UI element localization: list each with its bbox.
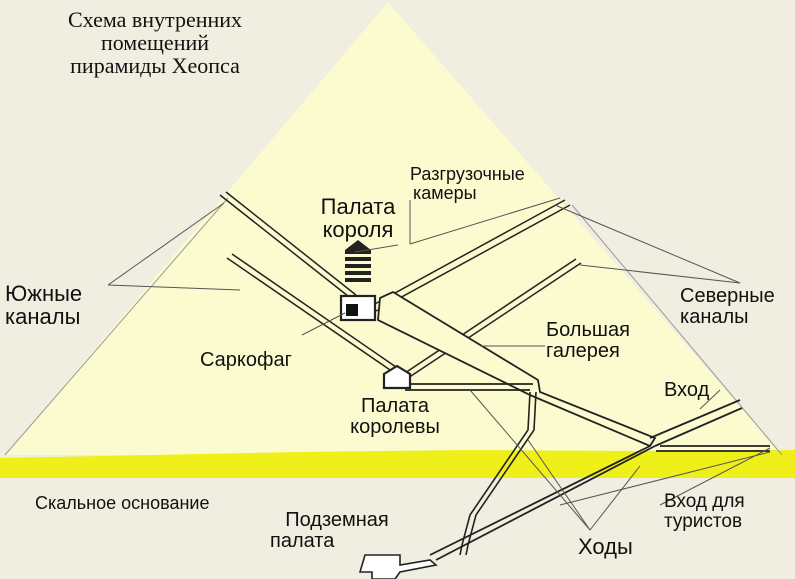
label-bedrock: Скальное основание bbox=[35, 493, 210, 513]
label-queens-chamber: Палата королевы bbox=[340, 396, 450, 438]
well-shaft-inner bbox=[465, 391, 537, 556]
label-northern-shafts-line-2: каналы bbox=[680, 306, 749, 328]
pyramid-body bbox=[5, 2, 782, 455]
label-sarcophagus: Саркофаг bbox=[200, 349, 292, 371]
title-line-3: пирамиды Хеопса bbox=[70, 53, 240, 79]
label-entrance: Вход bbox=[664, 379, 710, 401]
title-line-2: помещений bbox=[100, 30, 210, 56]
label-subterranean-chamber-line-1: Подземная bbox=[285, 509, 389, 531]
label-relieving-chambers-line-1: Разгрузочные bbox=[410, 164, 525, 184]
southern-shafts bbox=[219, 191, 397, 373]
well-shaft bbox=[459, 391, 531, 556]
label-queens-chamber-line-2: королевы bbox=[350, 416, 440, 438]
northern-shafts bbox=[372, 199, 582, 379]
label-grand-gallery: Большая галерея bbox=[546, 320, 630, 362]
label-grand-gallery-line-2: галерея bbox=[546, 340, 620, 362]
label-grand-gallery-line-1: Большая bbox=[546, 319, 630, 341]
sarcophagus bbox=[346, 304, 358, 316]
grand-gallery bbox=[377, 290, 657, 448]
leader-lines bbox=[107, 197, 771, 531]
label-tourist-entrance: Вход для туристов bbox=[664, 492, 745, 532]
label-northern-shafts: Северные каналы bbox=[680, 286, 775, 328]
label-southern-shafts-line-1: Южные bbox=[5, 281, 83, 306]
label-tourist-entrance-line-2: туристов bbox=[664, 510, 743, 532]
diagram-title: Схема внутренних помещений пирамиды Хеоп… bbox=[35, 8, 275, 77]
title-line-1: Схема внутренних bbox=[67, 7, 243, 32]
pyramid-right-edge bbox=[571, 204, 783, 456]
label-northern-shafts-line-1: Северные bbox=[680, 285, 775, 307]
queens-chamber bbox=[382, 364, 412, 390]
label-tourist-entrance-line-1: Вход для bbox=[664, 491, 745, 512]
label-kings-chamber: Палата короля bbox=[310, 195, 406, 241]
label-southern-shafts-line-2: каналы bbox=[5, 304, 81, 330]
label-southern-shafts: Южные каналы bbox=[5, 282, 82, 328]
label-subterranean-chamber-line-2: палата bbox=[270, 530, 335, 552]
bedrock-band bbox=[0, 450, 795, 478]
descending-corridor bbox=[429, 399, 770, 561]
label-passages: Ходы bbox=[578, 534, 633, 559]
label-kings-chamber-line-1: Палата bbox=[320, 194, 396, 219]
label-kings-chamber-line-2: короля bbox=[322, 217, 394, 243]
subterranean-chamber bbox=[358, 554, 438, 579]
label-relieving-chambers-line-2: камеры bbox=[413, 182, 477, 203]
label-relieving-chambers: Разгрузочные камеры bbox=[410, 165, 525, 203]
label-subterranean-chamber: Подземная палата bbox=[262, 510, 412, 552]
label-queens-chamber-line-1: Палата bbox=[361, 395, 429, 417]
pyramid-left-edge bbox=[4, 197, 229, 456]
